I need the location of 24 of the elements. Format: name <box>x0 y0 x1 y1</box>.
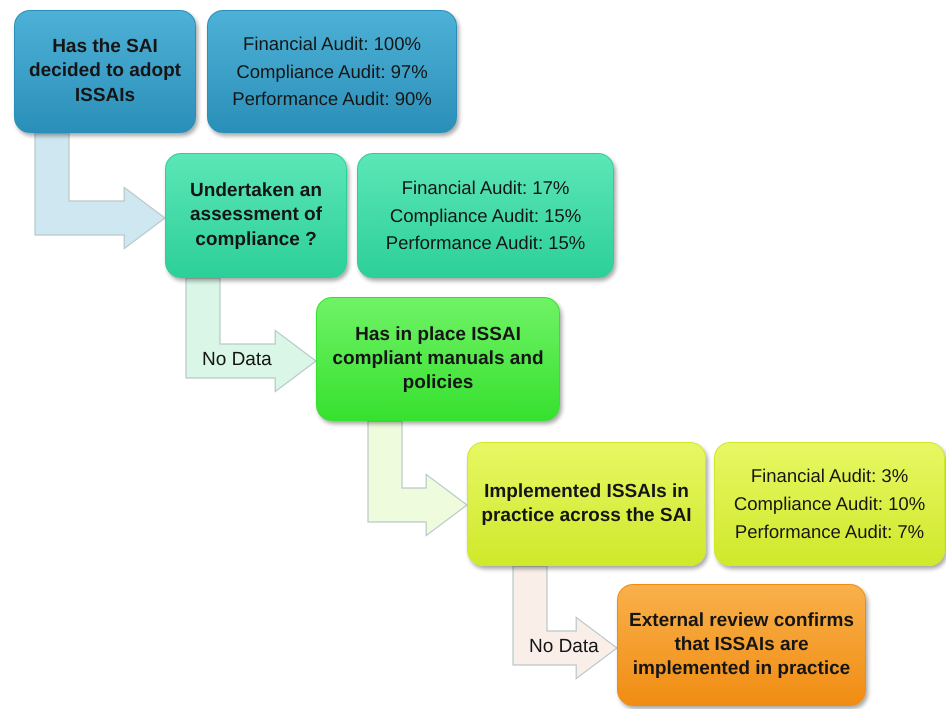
step-box <box>617 584 866 706</box>
percentage-text: Compliance Audit: 10% <box>734 492 926 516</box>
step-text: Implemented ISSAIs in practice across the SAI <box>480 480 693 528</box>
step-box <box>165 153 347 278</box>
percentage-text: Financial Audit: 3% <box>750 464 908 488</box>
result-box <box>207 10 457 133</box>
step-box <box>467 442 706 566</box>
step-text: Has the SAI decided to adopt ISSAIs <box>28 35 182 108</box>
bent-arrow <box>367 420 468 537</box>
step-box <box>14 10 196 133</box>
percentage-text: Compliance Audit: 97% <box>236 60 428 84</box>
percentage-text: Compliance Audit: 15% <box>390 204 582 228</box>
percentage-text: Financial Audit: 17% <box>402 176 570 200</box>
step-text: Undertaken an assessment of compliance ? <box>188 179 323 252</box>
percentage-text: Performance Audit: 7% <box>734 520 924 544</box>
step-text: External review confirms that ISSAIs are implemented in practice <box>628 608 855 682</box>
result-box <box>357 153 614 278</box>
step-text: Has in place ISSAI compliant manuals and policies <box>331 322 545 396</box>
percentage-text: Financial Audit: 100% <box>243 32 421 56</box>
step-box <box>316 297 560 421</box>
result-box <box>714 442 945 566</box>
percentage-text: Performance Audit: 90% <box>232 87 432 112</box>
bent-arrow <box>34 132 166 250</box>
percentage-text: Performance Audit: 15% <box>386 231 586 256</box>
